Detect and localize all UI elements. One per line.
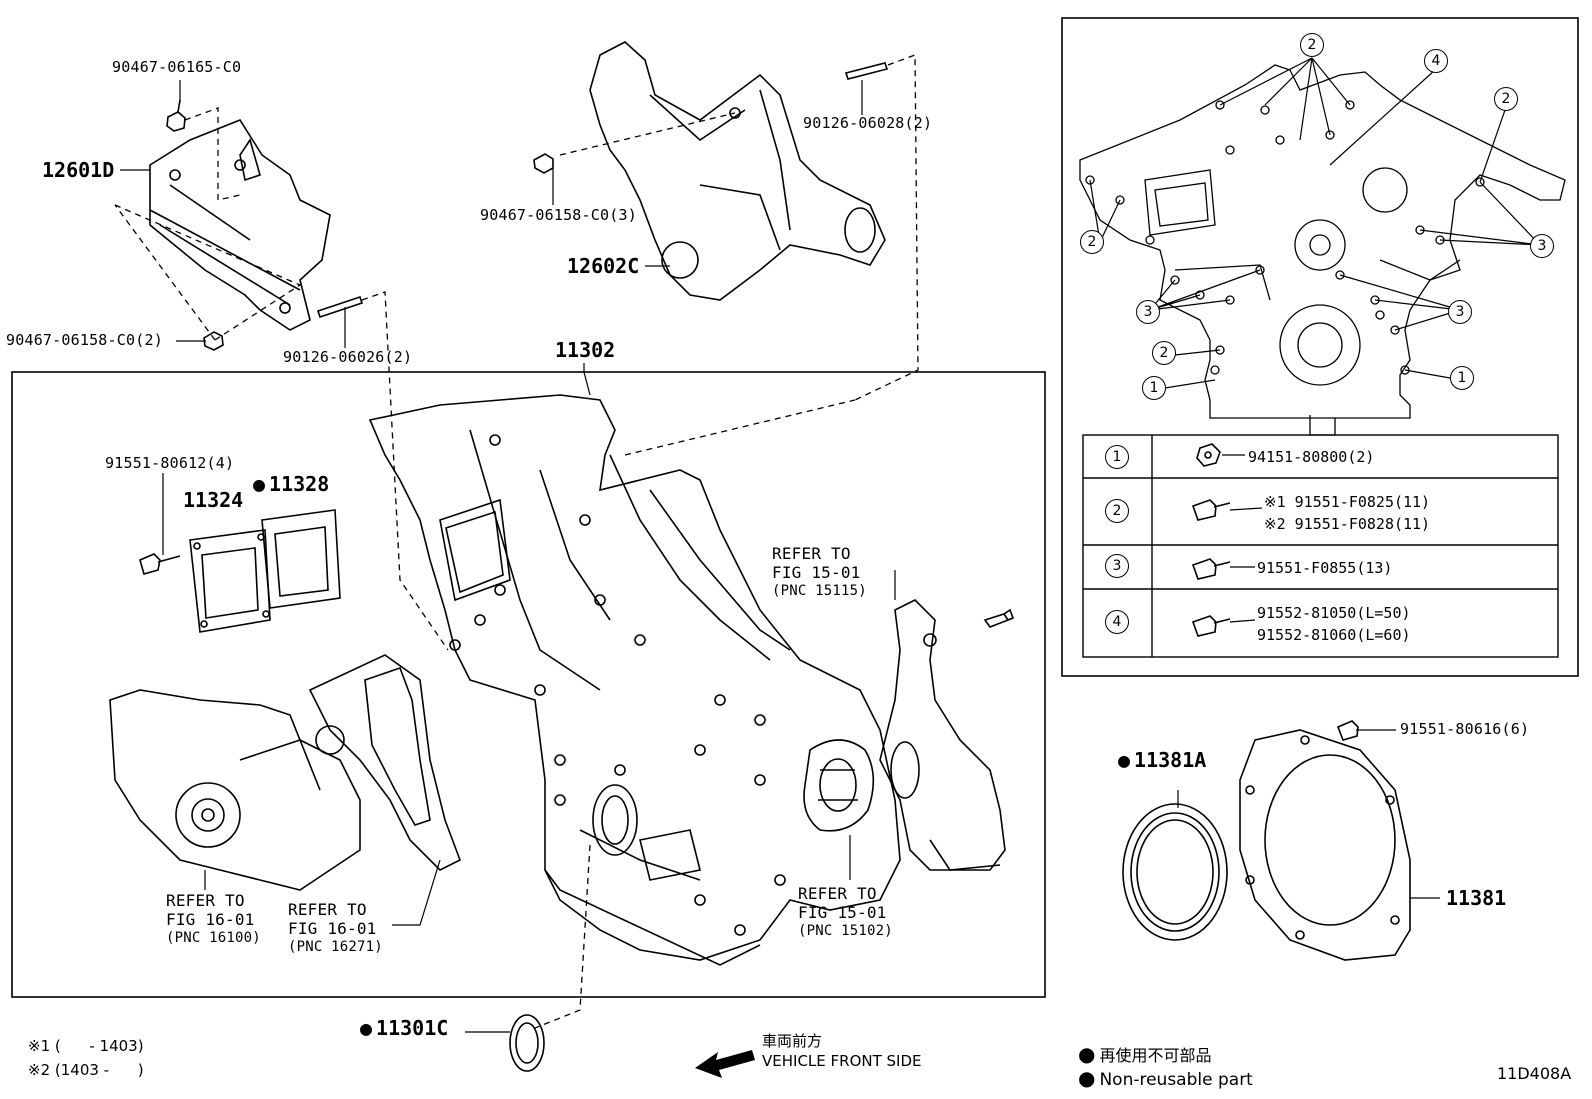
table-part-4b: 91552-81060(L=60) bbox=[1257, 626, 1411, 644]
bolt-91551-80616 bbox=[1336, 720, 1359, 741]
table-bolt-icon bbox=[1191, 615, 1231, 637]
refer-line: (PNC 16100) bbox=[166, 930, 261, 946]
diagram-code: 11D408A bbox=[1497, 1064, 1572, 1083]
vehicle-front-jp: 車両前方 bbox=[762, 1032, 823, 1050]
gasket-11328 bbox=[261, 509, 341, 609]
oil-seal-11381a bbox=[1122, 803, 1228, 941]
bolt-90467-06158-upper bbox=[533, 153, 554, 174]
refer-line: REFER TO bbox=[798, 884, 877, 903]
table-key-3: 3 bbox=[1105, 554, 1129, 578]
timing-cover-11302 bbox=[368, 394, 901, 966]
table-key-1: 1 bbox=[1105, 445, 1129, 469]
table-key-2: 2 bbox=[1105, 499, 1129, 523]
refer-line: FIG 16-01 bbox=[166, 910, 255, 929]
part-label-12602c: 12602C bbox=[567, 254, 640, 278]
refer-line: (PNC 15115) bbox=[772, 583, 867, 599]
inset-leaders bbox=[1089, 57, 1541, 389]
refer-line: REFER TO bbox=[288, 900, 367, 919]
callout-3: 3 bbox=[1136, 300, 1160, 324]
cover-12602c bbox=[589, 41, 886, 301]
seal-retainer-11381 bbox=[1239, 729, 1411, 961]
main-assembly-frame bbox=[11, 371, 1046, 998]
note-variant-2: ※2 (1403 - ) bbox=[28, 1061, 144, 1079]
part-label-11381a: 11381A bbox=[1118, 750, 1206, 770]
callout-1: 1 bbox=[1142, 376, 1166, 400]
callout-4: 4 bbox=[1424, 49, 1448, 73]
refer-block-16271[interactable]: REFER TO FIG 16-01 (PNC 16271) bbox=[288, 900, 383, 955]
note-variant-1: ※1 ( - 1403) bbox=[28, 1037, 144, 1055]
refer-line: FIG 15-01 bbox=[772, 563, 861, 582]
callout-2: 2 bbox=[1300, 33, 1324, 57]
part-label-11302: 11302 bbox=[555, 338, 616, 362]
part-label-90126-06028: 90126-06028(2) bbox=[803, 114, 933, 132]
callout-3: 3 bbox=[1448, 300, 1472, 324]
table-part-3: 91551-F0855(13) bbox=[1257, 559, 1393, 577]
stud-90126-06028 bbox=[844, 62, 889, 80]
part-label-90126-06026: 90126-06026(2) bbox=[283, 348, 413, 366]
table-bolt-icon bbox=[1191, 499, 1231, 521]
table-part-2b: ※2 91551-F0828(11) bbox=[1264, 515, 1431, 533]
part-label-90467-06158-2: 90467-06158-C0(2) bbox=[6, 331, 163, 349]
callout-2: 2 bbox=[1080, 230, 1104, 254]
bolt-refer-15115 bbox=[983, 608, 1015, 628]
label-leaders bbox=[120, 80, 1440, 1033]
part-label-11381: 11381 bbox=[1446, 886, 1507, 910]
part-label-90467-06165: 90467-06165-C0 bbox=[112, 58, 242, 76]
table-part-4a: 91552-81050(L=50) bbox=[1257, 604, 1411, 622]
part-label-12601d: 12601D bbox=[42, 158, 115, 182]
refer-block-15115[interactable]: REFER TO FIG 15-01 (PNC 15115) bbox=[772, 544, 867, 599]
part-label-91551-80612: 91551-80612(4) bbox=[105, 454, 235, 472]
stud-90126-06026 bbox=[316, 295, 364, 319]
refer-line: FIG 15-01 bbox=[798, 903, 887, 922]
refer-line: REFER TO bbox=[166, 891, 245, 910]
oil-seal-11301c bbox=[509, 1014, 545, 1072]
bolt-90467-06165 bbox=[166, 99, 186, 132]
vehicle-front-arrow-icon bbox=[695, 1050, 755, 1078]
table-nut-icon bbox=[1196, 443, 1221, 467]
water-pump bbox=[109, 689, 361, 891]
callout-2: 2 bbox=[1152, 341, 1176, 365]
part-label-11301c: 11301C bbox=[360, 1018, 448, 1038]
refer-line: (PNC 15102) bbox=[798, 923, 893, 939]
callout-3: 3 bbox=[1530, 234, 1554, 258]
oil-pump-rotor bbox=[803, 739, 875, 832]
refer-line: (PNC 16271) bbox=[288, 939, 383, 955]
callout-2: 2 bbox=[1494, 87, 1518, 111]
part-label-90467-06158-3: 90467-06158-C0(3) bbox=[480, 206, 637, 224]
bracket-12601d bbox=[149, 119, 331, 331]
refer-block-15102[interactable]: REFER TO FIG 15-01 (PNC 15102) bbox=[798, 884, 893, 939]
vehicle-front-en: VEHICLE FRONT SIDE bbox=[762, 1052, 922, 1070]
bolt-90467-06158-lower bbox=[203, 331, 224, 351]
refer-line: REFER TO bbox=[772, 544, 851, 563]
callout-1: 1 bbox=[1450, 366, 1474, 390]
table-bolt-icon bbox=[1191, 558, 1231, 580]
refer-line: FIG 16-01 bbox=[288, 919, 377, 938]
oil-pump-body bbox=[879, 599, 1006, 871]
inset-table bbox=[1082, 434, 1559, 658]
plate-11324 bbox=[189, 529, 271, 633]
water-pump-gasket bbox=[308, 654, 462, 871]
inset-cover-outline bbox=[1079, 64, 1566, 436]
part-label-11324: 11324 bbox=[183, 488, 244, 512]
legend-non-reusable-jp: 再使用不可部品 bbox=[1078, 1042, 1211, 1066]
part-label-91551-80616: 91551-80616(6) bbox=[1400, 720, 1530, 738]
table-key-4: 4 bbox=[1105, 610, 1129, 634]
table-part-1: 94151-80800(2) bbox=[1248, 448, 1375, 466]
inset-frame bbox=[1061, 17, 1579, 677]
table-part-2a: ※1 91551-F0825(11) bbox=[1264, 493, 1431, 511]
bolt-91551-80612 bbox=[139, 553, 181, 575]
part-label-11328: 11328 bbox=[253, 474, 329, 494]
legend-non-reusable-en: Non-reusable part bbox=[1078, 1066, 1252, 1090]
refer-block-16100[interactable]: REFER TO FIG 16-01 (PNC 16100) bbox=[166, 891, 261, 946]
